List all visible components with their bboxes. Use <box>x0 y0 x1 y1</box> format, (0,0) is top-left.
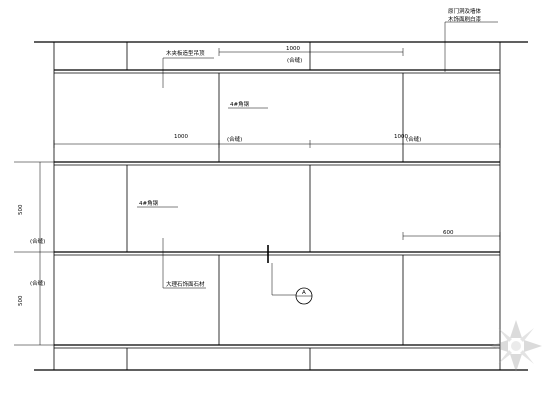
label-rod-upper: 4#角钢 <box>230 100 250 108</box>
dim-mid-left-note: (合缝) <box>227 135 242 143</box>
label-top-right-2: 木饰面刷白漆 <box>448 15 482 23</box>
label-bottom-center: 大理石饰面石材 <box>166 280 205 288</box>
dim-left-upper-value: 500 <box>18 204 24 215</box>
dim-mid-right-value: 1000 <box>394 134 408 140</box>
dim-top-value: 1000 <box>286 46 300 52</box>
label-top-right-1: 原门洞及墙体 <box>448 7 482 15</box>
label-rod-middle: 4#角钢 <box>139 199 159 207</box>
dim-left-upper-note: (合缝) <box>30 237 45 245</box>
dim-left-lower-value: 500 <box>18 295 24 306</box>
dim-mid-right-note: (合缝) <box>406 135 421 143</box>
dim-top-note: (合缝) <box>287 56 302 64</box>
watermark-logo <box>490 320 542 372</box>
dim-mid-left-value: 1000 <box>174 134 188 140</box>
dim-left-lower-note: (合缝) <box>30 279 45 287</box>
section-symbol-letter: A <box>302 290 306 296</box>
dim-right-value: 600 <box>443 230 454 236</box>
label-top-left: 木夹板造型吊顶 <box>166 49 205 57</box>
